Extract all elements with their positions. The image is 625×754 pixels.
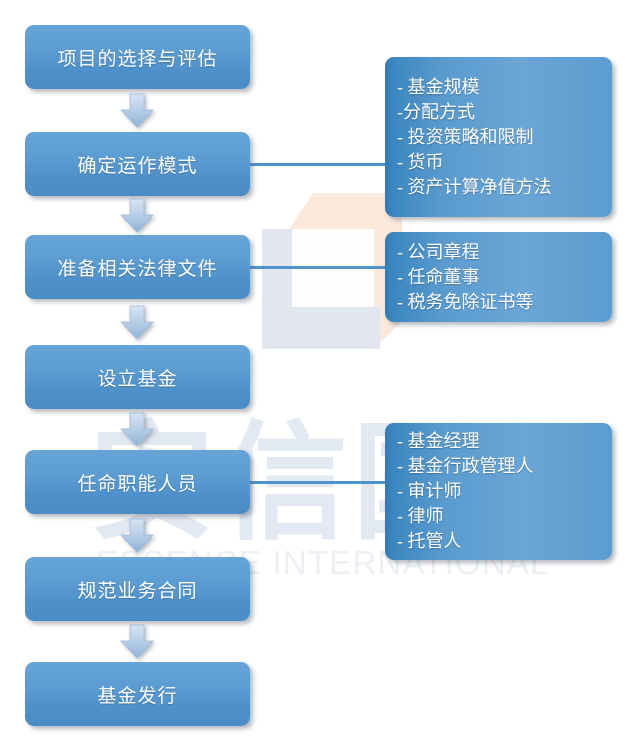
step-box-4[interactable]: 设立基金 <box>25 345 250 409</box>
connector-step3-to-detail2 <box>250 266 386 269</box>
detail-box-2-line-1: - 公司章程 <box>397 241 480 262</box>
step-box-3-label: 准备相关法律文件 <box>57 258 218 280</box>
detail-box-1-line-1: - 基金规模 <box>397 76 480 97</box>
down-arrow-icon-3 <box>119 305 155 341</box>
detail-box-1[interactable]: - 基金规模 -分配方式 - 投资策略和限制 - 货币 - 资产计算净值方法 <box>385 57 612 217</box>
detail-box-1-line-5: - 资产计算净值方法 <box>397 176 552 197</box>
detail-box-3-line-4: - 律师 <box>397 506 444 526</box>
step-box-4-label: 设立基金 <box>97 368 178 390</box>
step-box-7-label: 基金发行 <box>97 685 178 707</box>
step-box-5-label: 任命职能人员 <box>77 473 198 495</box>
detail-box-2[interactable]: - 公司章程 - 任命董事 - 税务免除证书等 <box>385 232 612 322</box>
down-arrow-icon-1 <box>119 93 155 129</box>
detail-box-2-line-2: - 任命董事 <box>397 266 480 287</box>
detail-box-3-line-5: - 托管人 <box>397 531 462 551</box>
detail-box-1-line-2: -分配方式 <box>397 101 475 122</box>
step-box-1[interactable]: 项目的选择与评估 <box>25 25 250 89</box>
step-box-2[interactable]: 确定运作模式 <box>25 132 250 196</box>
down-arrow-icon-5 <box>119 518 155 554</box>
step-box-3[interactable]: 准备相关法律文件 <box>25 235 250 299</box>
detail-box-3[interactable]: - 基金经理 - 基金行政管理人 - 审计师 - 律师 - 托管人 <box>385 423 612 560</box>
step-box-6-label: 规范业务合同 <box>77 580 198 602</box>
detail-box-1-line-4: - 货币 <box>397 151 444 172</box>
detail-box-3-line-3: - 审计师 <box>397 481 462 501</box>
step-box-7[interactable]: 基金发行 <box>25 662 250 726</box>
step-box-5[interactable]: 任命职能人员 <box>25 450 250 514</box>
connector-step5-to-detail3 <box>250 481 386 484</box>
down-arrow-icon-6 <box>119 624 155 660</box>
detail-box-2-line-3: - 税务免除证书等 <box>397 291 534 312</box>
step-box-1-label: 项目的选择与评估 <box>57 48 218 70</box>
step-box-2-label: 确定运作模式 <box>77 155 198 177</box>
down-arrow-icon-4 <box>119 412 155 448</box>
step-box-6[interactable]: 规范业务合同 <box>25 557 250 621</box>
detail-box-3-line-2: - 基金行政管理人 <box>397 456 534 476</box>
down-arrow-icon-2 <box>119 198 155 234</box>
connector-step2-to-detail1 <box>250 163 386 166</box>
detail-box-3-line-1: - 基金经理 <box>397 431 480 451</box>
detail-box-1-line-3: - 投资策略和限制 <box>397 126 534 147</box>
